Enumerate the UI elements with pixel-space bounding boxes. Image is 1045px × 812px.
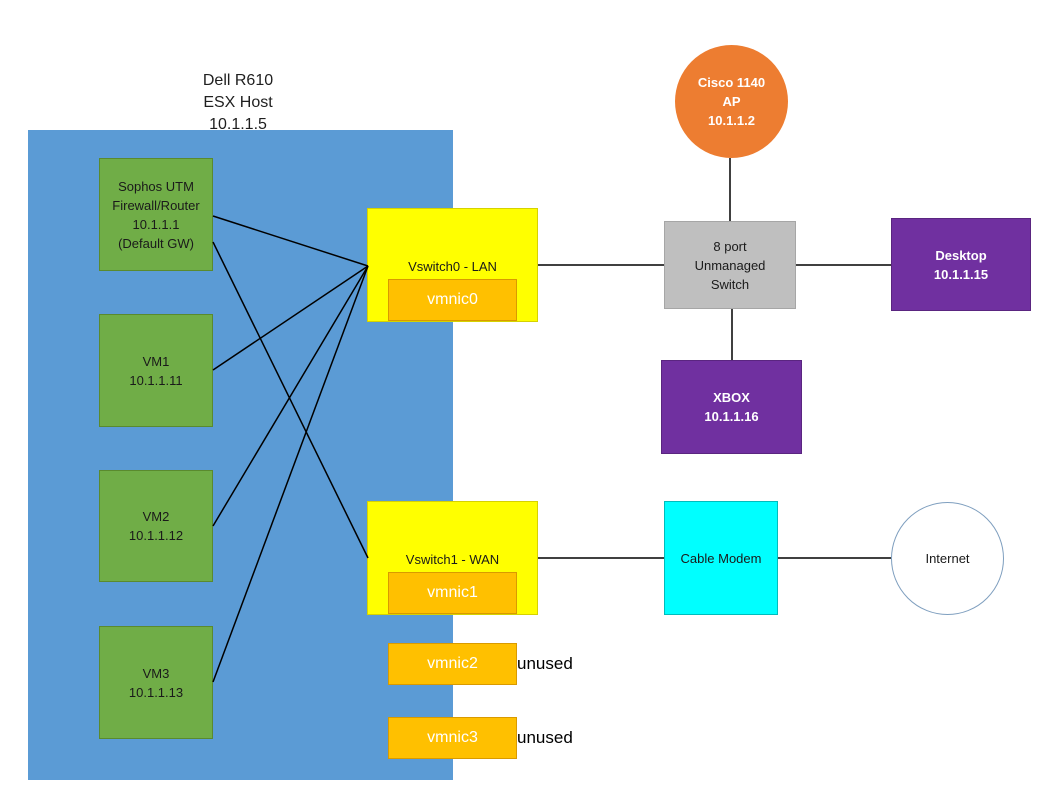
vm1-ip: 10.1.1.11	[129, 372, 183, 388]
vm2-ip: 10.1.1.12	[128, 528, 184, 543]
link-sophos-vswitch1	[212, 241, 369, 559]
switch-line-2: Unmanaged	[694, 257, 766, 273]
xbox-name: XBOX	[713, 390, 750, 405]
vm-vm1[interactable]: VM1 10.1.1.11	[99, 314, 213, 427]
switch-line-1: 8 port	[713, 238, 747, 254]
host-ip: 10.1.1.5	[209, 116, 267, 133]
xbox-ip: 10.1.1.16	[704, 409, 759, 424]
vm-sophos-line-1: Sophos UTM	[118, 178, 194, 194]
vm-sophos-utm[interactable]: Sophos UTM Firewall/Router 10.1.1.1 (Def…	[99, 158, 213, 271]
vm3-ip: 10.1.1.13	[128, 684, 184, 700]
desktop-name: Desktop	[935, 247, 987, 263]
host-type: ESX Host	[203, 94, 273, 111]
vmnic0-label: vmnic0	[427, 291, 478, 308]
vmnic0[interactable]: vmnic0	[388, 279, 517, 321]
vm-sophos-line-4: (Default GW)	[118, 235, 194, 251]
vm1-name: VM1	[142, 353, 170, 369]
vm-sophos-line-2: Firewall/Router	[112, 197, 200, 213]
vmnic3-status: unused	[517, 728, 573, 747]
vm-sophos-line-3: 10.1.1.1	[132, 216, 180, 232]
modem-label: Cable Modem	[680, 550, 762, 566]
ap-line-3: 10.1.1.2	[708, 113, 755, 128]
vmnic2[interactable]: vmnic2	[388, 643, 517, 685]
vm2-name: VM2	[142, 509, 170, 524]
vm3-name: VM3	[142, 665, 170, 681]
internet-label: Internet	[925, 551, 970, 566]
vmnic1-label: vmnic1	[427, 584, 478, 601]
cable-modem-node[interactable]: Cable Modem	[664, 501, 778, 615]
ap-line-1: Cisco 1140	[697, 75, 766, 90]
link-sophos-vswitch0	[212, 215, 369, 267]
vm-vm2[interactable]: VM2 10.1.1.12	[99, 470, 213, 582]
vmnic2-label: vmnic2	[427, 655, 478, 672]
unmanaged-switch-node[interactable]: 8 port Unmanaged Switch	[664, 221, 796, 309]
vmnic1[interactable]: vmnic1	[388, 572, 517, 614]
link-vm1-vswitch0	[212, 265, 369, 371]
desktop-ip: 10.1.1.15	[933, 266, 989, 282]
vmnic2-status: unused	[517, 654, 573, 673]
xbox-node[interactable]: XBOX 10.1.1.16	[661, 360, 802, 454]
host-name: Dell R610	[202, 72, 274, 89]
vswitch1-label: Vswitch1 - WAN	[405, 552, 500, 567]
cisco-ap-node[interactable]: Cisco 1140 AP 10.1.1.2	[675, 45, 788, 158]
desktop-node[interactable]: Desktop 10.1.1.15	[891, 218, 1031, 311]
vswitch0-label: Vswitch0 - LAN	[408, 259, 497, 274]
host-label: Dell R610 ESX Host 10.1.1.5	[168, 70, 308, 136]
link-vm2-vswitch0	[212, 265, 369, 527]
vmnic3[interactable]: vmnic3	[388, 717, 517, 759]
internet-node[interactable]: Internet	[891, 502, 1004, 615]
vmnic3-label: vmnic3	[427, 729, 478, 746]
ap-line-2: AP	[722, 94, 741, 109]
link-vm3-vswitch0	[212, 265, 369, 683]
switch-line-3: Switch	[710, 276, 750, 292]
vm-vm3[interactable]: VM3 10.1.1.13	[99, 626, 213, 739]
